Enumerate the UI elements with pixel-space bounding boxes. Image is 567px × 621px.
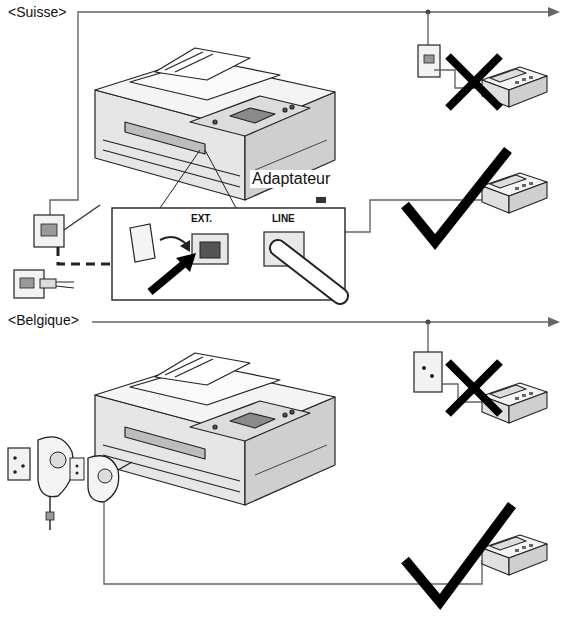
plug-adapter [88, 456, 119, 502]
country-label: <Suisse> [6, 4, 68, 20]
phone-line [92, 321, 548, 322]
answering-machine [482, 173, 547, 213]
printer [95, 353, 335, 505]
wall-socket [70, 458, 84, 480]
belgique-section [8, 317, 560, 602]
plug-adapter [38, 437, 73, 497]
correct-mark [405, 505, 512, 602]
phone-line [50, 12, 548, 215]
ext-jack [192, 234, 228, 264]
adapter-label: Adaptateur [250, 170, 332, 188]
adapter [316, 197, 326, 203]
wrong-mark [448, 362, 500, 414]
wall-socket [8, 448, 30, 480]
suisse-section [14, 7, 560, 300]
wall-socket [418, 45, 440, 77]
jack-label: LINE [270, 213, 297, 225]
answering-machine [482, 535, 547, 575]
insert-arrow [176, 253, 196, 272]
correct-mark [405, 150, 508, 242]
jack-cover [130, 224, 155, 262]
wrong-mark [448, 56, 500, 108]
detail-inset [112, 208, 345, 300]
printer [95, 48, 335, 200]
dashed-cable [58, 247, 110, 264]
country-label: <Belgique> [6, 312, 81, 328]
line-arrow [548, 7, 560, 17]
wall-socket [34, 215, 64, 247]
wall-socket [414, 352, 442, 392]
ext-line [104, 502, 482, 584]
jack-label: EXT. [189, 213, 214, 225]
